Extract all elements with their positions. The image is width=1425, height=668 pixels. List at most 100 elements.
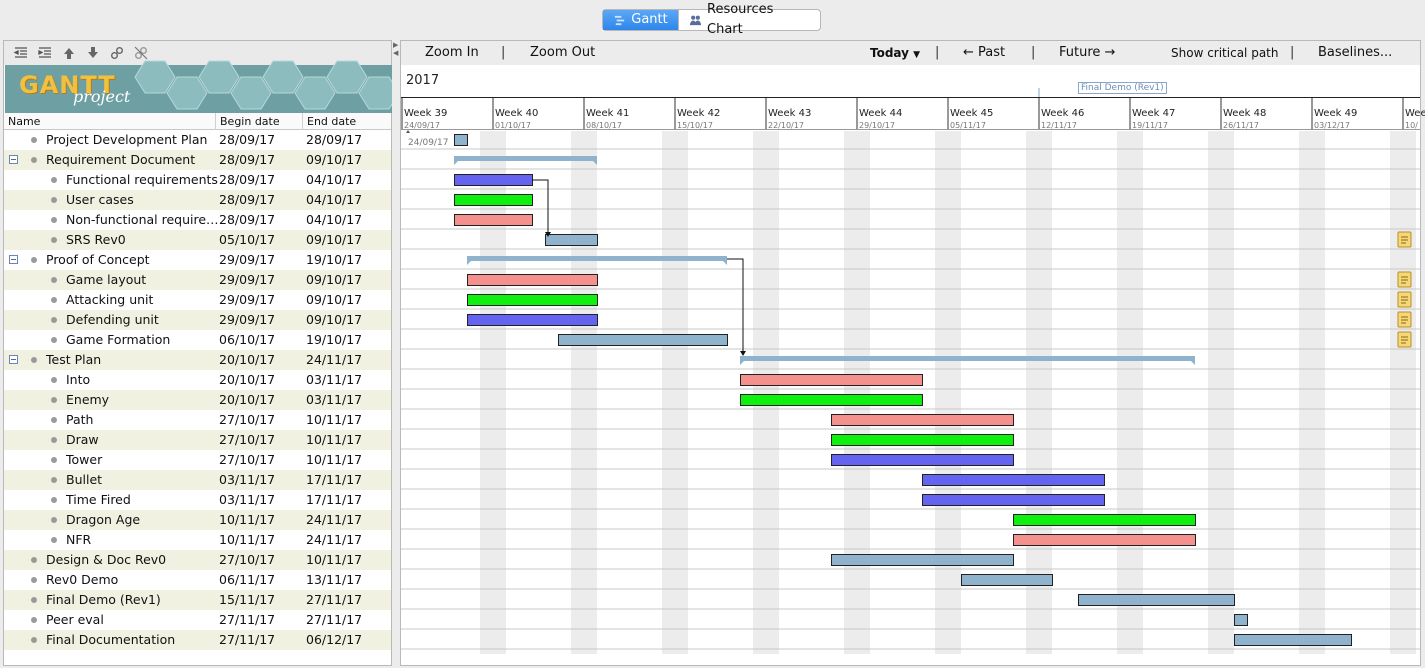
task-end-date: 13/11/17 xyxy=(306,572,363,587)
task-bar[interactable] xyxy=(454,134,468,146)
summary-bar[interactable] xyxy=(454,156,597,161)
today-button[interactable]: Today ▼ xyxy=(870,46,920,60)
summary-bar[interactable] xyxy=(467,256,727,261)
summary-end-icon xyxy=(740,361,744,365)
task-begin-date: 03/11/17 xyxy=(219,472,276,487)
bullet-icon xyxy=(31,577,37,583)
column-name[interactable]: Name xyxy=(4,113,216,130)
tab-resources-chart[interactable]: Resources Chart xyxy=(678,2,820,37)
task-begin-date: 29/09/17 xyxy=(219,292,276,307)
task-end-date: 09/10/17 xyxy=(306,152,363,167)
bullet-icon xyxy=(51,337,57,343)
bullet-icon xyxy=(51,177,57,183)
task-end-date: 09/10/17 xyxy=(306,292,363,307)
task-bar[interactable] xyxy=(831,454,1014,466)
link-icon[interactable] xyxy=(108,44,126,62)
task-bar[interactable] xyxy=(454,194,533,206)
week-date: 03/12/17 xyxy=(1314,121,1350,130)
task-bar[interactable] xyxy=(467,274,598,286)
week-label: Week 45 xyxy=(950,108,993,119)
summary-bar[interactable] xyxy=(740,356,1195,361)
task-bar[interactable] xyxy=(831,414,1014,426)
tab-gantt[interactable]: Gantt xyxy=(603,10,678,30)
task-bar[interactable] xyxy=(545,234,598,246)
task-name: Game Formation xyxy=(66,332,171,347)
panel-splitter[interactable]: ▶ ◀ xyxy=(392,40,400,666)
task-bar[interactable] xyxy=(922,494,1105,506)
collapse-left-icon[interactable]: ▶ xyxy=(393,41,399,49)
task-bar[interactable] xyxy=(1013,534,1196,546)
task-end-date: 17/11/17 xyxy=(306,492,363,507)
task-bar[interactable] xyxy=(740,374,923,386)
task-bar[interactable] xyxy=(558,334,728,346)
collapse-icon[interactable] xyxy=(9,255,18,264)
task-bar[interactable] xyxy=(1234,614,1248,626)
past-button[interactable]: ← Past xyxy=(963,45,1006,60)
toolbar-separator: | xyxy=(1290,45,1295,60)
critical-path-button[interactable]: Show critical path xyxy=(1171,46,1279,60)
task-bar[interactable] xyxy=(831,554,1014,566)
collapse-icon[interactable] xyxy=(9,155,18,164)
column-end-date[interactable]: End date xyxy=(307,115,357,128)
unindent-icon[interactable] xyxy=(12,44,30,62)
zoom-in-button[interactable]: Zoom In xyxy=(425,45,479,60)
move-up-icon[interactable] xyxy=(60,44,78,62)
column-begin-date[interactable]: Begin date xyxy=(216,113,303,130)
milestone-label[interactable]: Final Demo (Rev1) xyxy=(1078,82,1167,94)
baselines-button[interactable]: Baselines... xyxy=(1318,45,1393,60)
task-table-header: Name Begin date End date xyxy=(4,113,391,130)
task-bar[interactable] xyxy=(961,574,1053,586)
task-bar[interactable] xyxy=(454,214,533,226)
task-bar[interactable] xyxy=(467,314,598,326)
task-bar[interactable] xyxy=(467,294,598,306)
task-name: Non-functional require… xyxy=(66,212,219,227)
collapse-right-icon[interactable]: ◀ xyxy=(393,49,399,57)
task-bar[interactable] xyxy=(454,174,533,186)
task-bar[interactable] xyxy=(1078,594,1235,606)
indent-icon[interactable] xyxy=(36,44,54,62)
move-down-icon[interactable] xyxy=(84,44,102,62)
zoom-out-button[interactable]: Zoom Out xyxy=(530,45,596,60)
ganttproject-logo: GANTT project xyxy=(5,60,400,113)
task-bar[interactable] xyxy=(1013,514,1196,526)
unlink-icon[interactable] xyxy=(132,44,150,62)
dependency-arrow xyxy=(532,179,549,233)
task-bar[interactable] xyxy=(831,434,1014,446)
task-bar[interactable] xyxy=(922,474,1105,486)
task-bar[interactable] xyxy=(1234,634,1352,646)
tab-gantt-label: Gantt xyxy=(631,12,668,27)
gantt-chart-panel: Zoom In | Zoom Out Today ▼ | ← Past | Fu… xyxy=(400,40,1425,667)
collapse-icon[interactable] xyxy=(9,355,18,364)
task-end-date: 17/11/17 xyxy=(306,472,363,487)
task-bar[interactable] xyxy=(740,394,923,406)
future-button[interactable]: Future → xyxy=(1059,45,1116,60)
